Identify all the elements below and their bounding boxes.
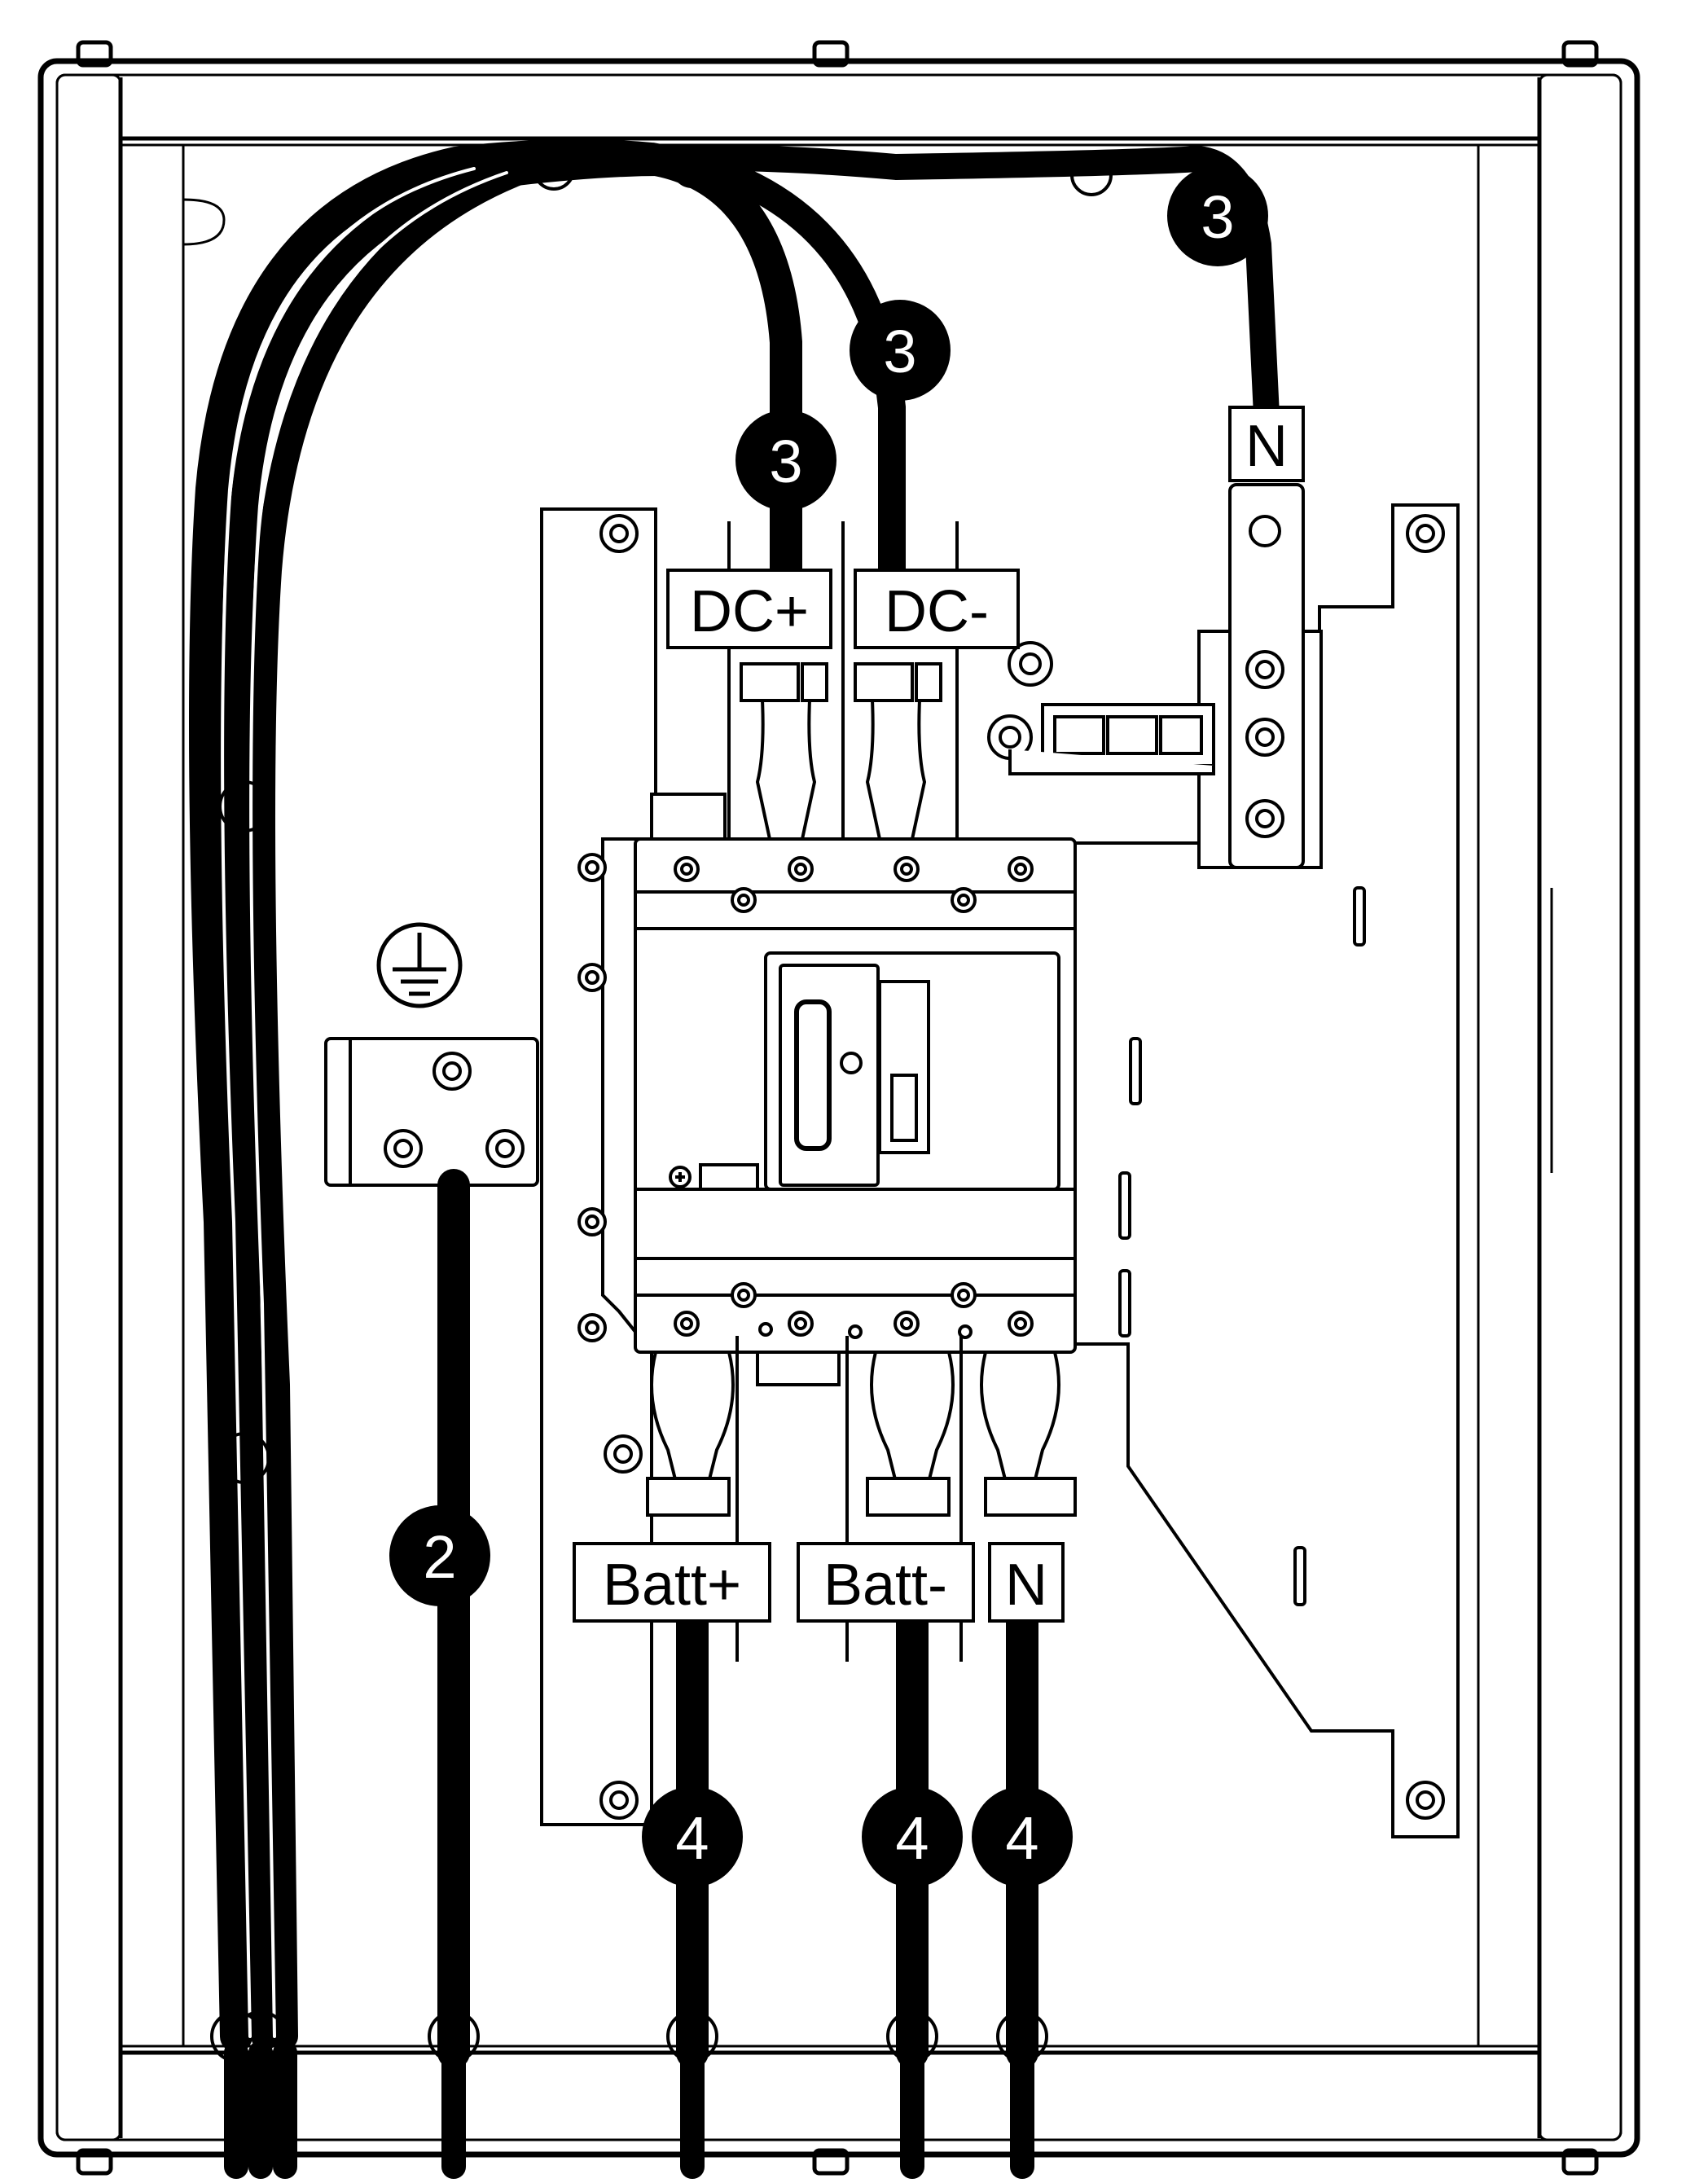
dc-plus-label: DC+ xyxy=(690,579,809,644)
dc-minus-label: DC- xyxy=(885,579,989,644)
callout-batt-plus: 4 xyxy=(675,1804,709,1872)
batt-minus-label: Batt- xyxy=(823,1553,947,1618)
neutral-bottom-label: N xyxy=(1005,1553,1047,1618)
callout-dc-minus: 3 xyxy=(883,318,916,385)
callout-ground: 2 xyxy=(423,1523,456,1591)
callout-batt-minus: 4 xyxy=(895,1804,929,1872)
callout-badges: 3 3 3 2 4 4 4 xyxy=(389,165,1268,1887)
breaker-top-screws xyxy=(674,856,1034,913)
breaker-bottom-screws xyxy=(674,1282,1034,1339)
callout-neutral-top: 3 xyxy=(1201,183,1234,251)
neutral-busbar xyxy=(987,483,1305,869)
dc-plus-label-box xyxy=(666,569,832,649)
circuit-breaker xyxy=(634,793,1077,1386)
terminal-labels: DC+ DC- N Batt+ Batt- N xyxy=(603,414,1288,1618)
plate-screws xyxy=(577,514,1445,1820)
neutral-top-label: N xyxy=(1245,414,1288,479)
batt-minus-label-box xyxy=(797,1542,975,1623)
ground-bar xyxy=(324,1037,539,1187)
callout-neutral-bottom: 4 xyxy=(1005,1804,1038,1872)
neutral-top-label-box xyxy=(1228,406,1305,482)
batt-plus-label: Batt+ xyxy=(603,1553,741,1618)
cable-clips xyxy=(210,146,1113,2062)
dc-minus-label-box xyxy=(854,569,1020,649)
enclosure-frame xyxy=(37,40,1640,2176)
callout-dc-plus: 3 xyxy=(769,428,802,495)
neutral-bottom-label-box xyxy=(988,1542,1065,1623)
terminal-label-boxes xyxy=(573,406,1305,1623)
batt-plus-label-box xyxy=(573,1542,771,1623)
protective-earth-icon xyxy=(376,922,463,1008)
